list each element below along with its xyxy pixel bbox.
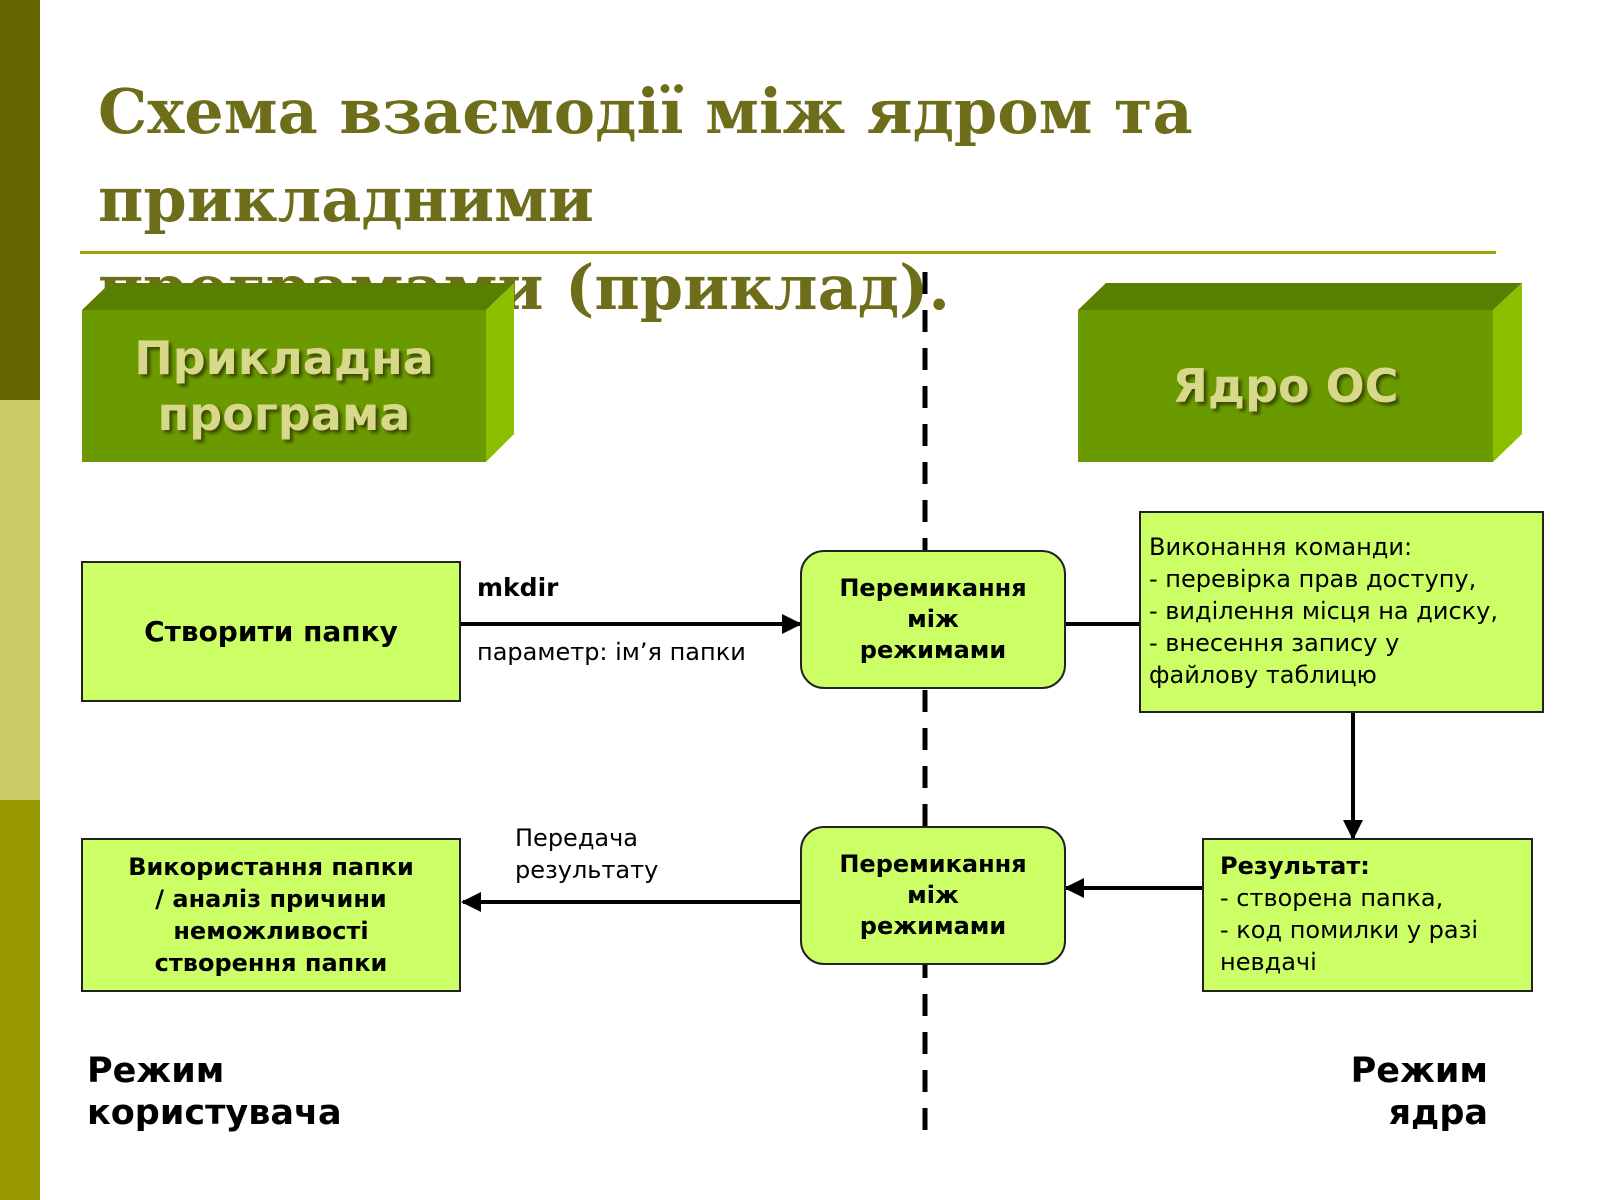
mode-switch-top-line3: режимами bbox=[859, 636, 1007, 664]
mode-switch-bottom-line3: режимами bbox=[859, 912, 1007, 940]
user-mode-line2: користувача bbox=[87, 1093, 342, 1133]
use-folder-line1: Використання папки bbox=[128, 853, 414, 881]
sidebar-band-bottom bbox=[0, 800, 40, 1200]
slide-title-line1: Схема взаємодії між ядром та прикладними bbox=[98, 75, 1193, 236]
mkdir-label: mkdir bbox=[477, 573, 559, 602]
sidebar-band-middle bbox=[0, 400, 40, 800]
result-line1: - створена папка, bbox=[1220, 884, 1444, 912]
use-folder-line3: неможливості bbox=[173, 917, 369, 945]
execution-line2: - перевірка прав доступу, bbox=[1149, 565, 1477, 593]
mode-switch-top-line2: між bbox=[907, 605, 959, 633]
user-mode-caption: Режим користувача bbox=[87, 1050, 342, 1134]
result-heading: Результат: bbox=[1220, 852, 1370, 880]
kernel-mode-caption: Режим ядра bbox=[1351, 1050, 1488, 1134]
use-folder-box: Використання папки / аналіз причини немо… bbox=[81, 838, 461, 992]
use-folder-line2: / аналіз причини bbox=[155, 885, 387, 913]
sidebar-band-top bbox=[0, 0, 40, 400]
transfer-result-label: Передача результату bbox=[515, 822, 658, 886]
execution-line1: Виконання команди: bbox=[1149, 533, 1413, 561]
kernel-mode-line2: ядра bbox=[1388, 1093, 1488, 1133]
mode-switch-bottom-line1: Перемикання bbox=[839, 850, 1027, 878]
result-line2: - код помилки у разі bbox=[1220, 916, 1479, 944]
result-box: Результат: - створена папка, - код помил… bbox=[1202, 838, 1533, 992]
mode-switch-box-bottom: Перемикання між режимами bbox=[800, 826, 1066, 965]
transfer-result-line2: результату bbox=[515, 856, 659, 884]
kernel-mode-line1: Режим bbox=[1350, 1051, 1488, 1091]
kernel-box-label-text: Ядро ОС bbox=[1172, 359, 1399, 413]
mode-switch-top-line1: Перемикання bbox=[839, 574, 1027, 602]
execution-line4: - внесення запису у bbox=[1149, 629, 1400, 657]
execution-line5: файлову таблицю bbox=[1149, 661, 1377, 689]
title-divider bbox=[80, 251, 1496, 254]
mode-switch-bottom-line2: між bbox=[907, 881, 959, 909]
app-box-label: Прикладна програма bbox=[82, 310, 486, 462]
param-label: параметр: ім’я папки bbox=[477, 638, 746, 666]
result-line3: невдачі bbox=[1220, 948, 1317, 976]
user-mode-line1: Режим bbox=[87, 1051, 225, 1091]
create-folder-box: Створити папку bbox=[81, 561, 461, 702]
kernel-box-label: Ядро ОС bbox=[1078, 310, 1493, 462]
transfer-result-line1: Передача bbox=[515, 824, 638, 852]
execution-box: Виконання команди: - перевірка прав дост… bbox=[1139, 511, 1544, 713]
app-box-label-line1: Прикладна bbox=[134, 331, 434, 385]
mode-switch-box-top: Перемикання між режимами bbox=[800, 550, 1066, 689]
execution-line3: - виділення місця на диску, bbox=[1149, 597, 1498, 625]
create-folder-label: Створити папку bbox=[144, 615, 398, 648]
slide-title: Схема взаємодії між ядром та прикладними… bbox=[98, 68, 1538, 332]
use-folder-line4: створення папки bbox=[154, 949, 388, 977]
app-box-label-line2: програма bbox=[157, 387, 411, 441]
